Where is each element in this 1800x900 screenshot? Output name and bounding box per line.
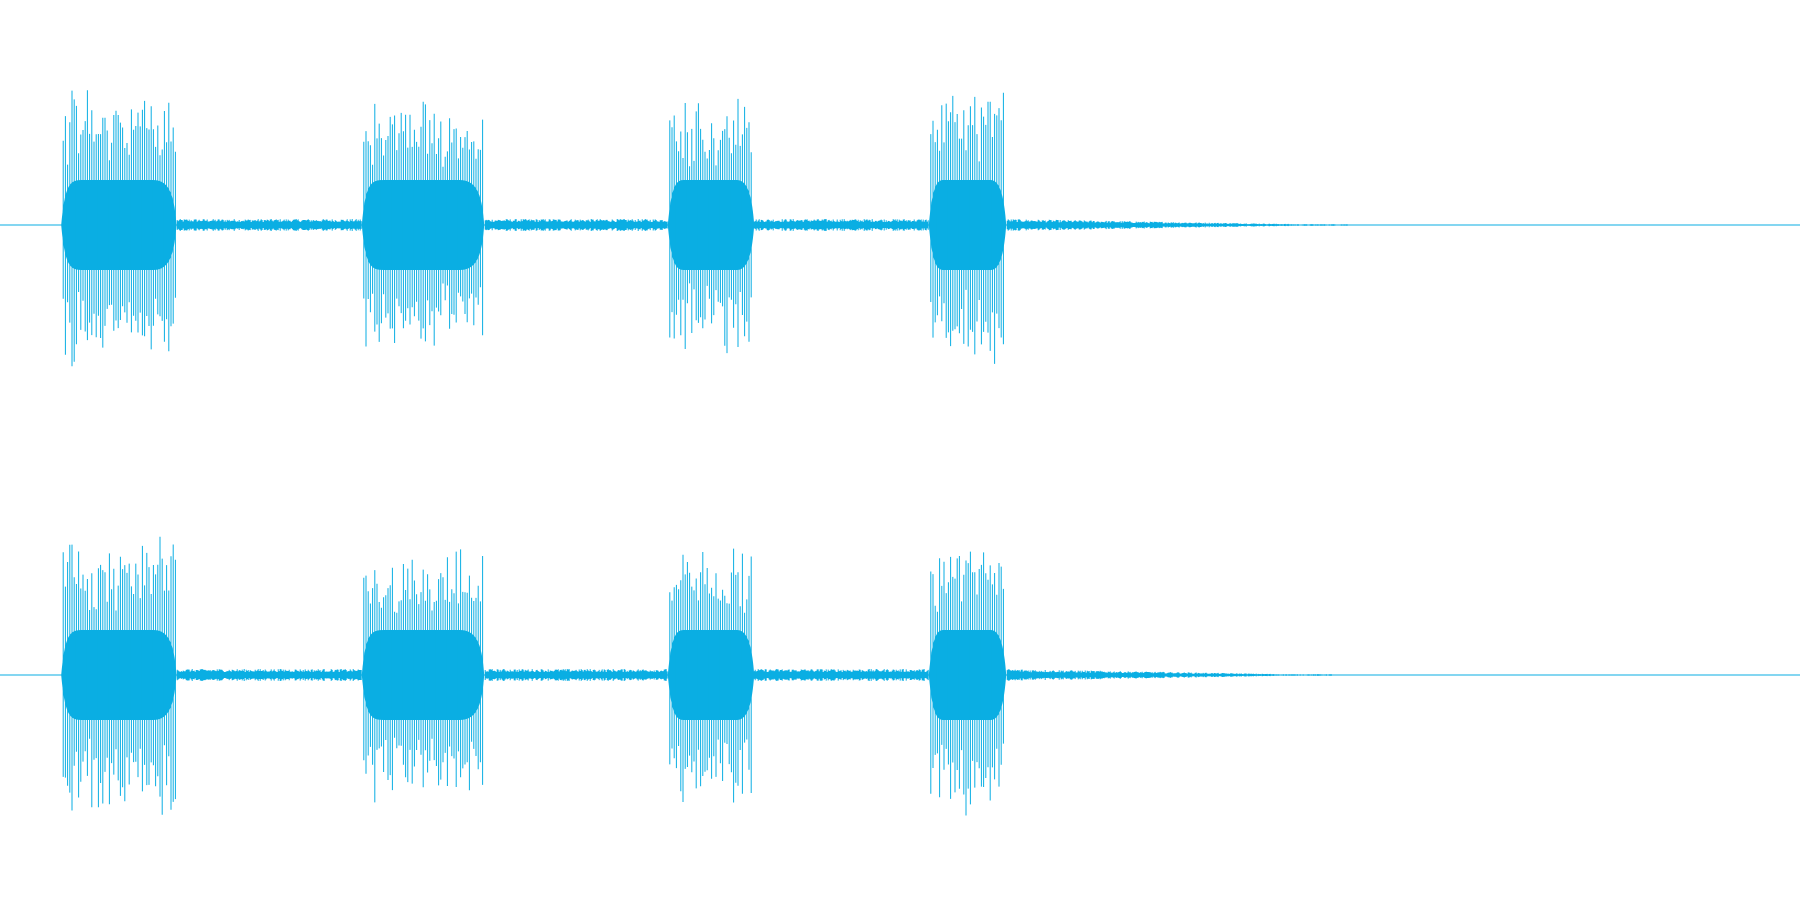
burst-spikes (930, 92, 1004, 364)
burst-spikes (62, 90, 176, 367)
burst-1 (61, 90, 177, 367)
burst-2 (361, 101, 485, 347)
burst-spikes (363, 549, 484, 803)
burst-spikes (62, 536, 176, 815)
noise-floor (176, 669, 1332, 681)
burst-spikes (363, 101, 484, 347)
burst-1 (61, 536, 177, 815)
burst-3 (667, 98, 755, 354)
burst-4 (928, 551, 1007, 816)
noise-floor (176, 219, 1350, 231)
channel-left-waveform (0, 90, 1800, 367)
burst-4 (928, 92, 1007, 364)
channel-right-waveform (0, 536, 1800, 816)
burst-2 (361, 549, 485, 803)
burst-spikes (669, 98, 752, 354)
burst-spikes (669, 548, 752, 803)
burst-3 (667, 548, 755, 803)
burst-spikes (930, 551, 1004, 816)
